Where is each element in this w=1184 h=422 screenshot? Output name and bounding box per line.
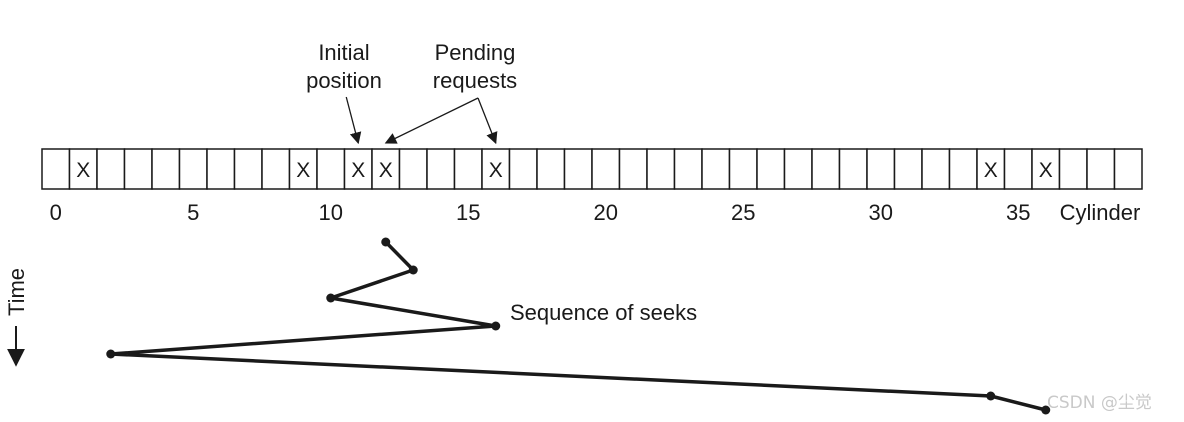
initial-position-label-line2: position [306, 68, 382, 93]
sequence-of-seeks-label: Sequence of seeks [510, 300, 697, 325]
pending-request-mark: X [489, 159, 503, 182]
cylinder-cell [921, 148, 951, 190]
cylinder-tick-label: 15 [456, 200, 480, 225]
initial-position-arrow [345, 96, 362, 145]
cylinder-tick-label: 0 [50, 200, 62, 225]
cylinder-cell [206, 148, 236, 190]
cylinder-cell [1086, 148, 1116, 190]
pending-request-arrow [477, 97, 498, 145]
cylinder-cell [1113, 148, 1143, 190]
seek-point [326, 293, 336, 303]
pending-request-mark: X [76, 159, 90, 182]
pending-requests-label-line2: requests [433, 68, 517, 93]
cylinder-cell [481, 148, 511, 190]
cylinder-cell [618, 148, 648, 190]
seek-point [381, 237, 391, 247]
cylinder-cell [316, 148, 346, 190]
csdn-watermark: CSDN @尘觉 [1047, 393, 1152, 413]
cylinder-cell [536, 148, 566, 190]
cylinder-cell [948, 148, 978, 190]
cylinder-cell [426, 148, 456, 190]
cylinder-cell [123, 148, 153, 190]
cylinder-cell [68, 148, 98, 190]
seek-point [106, 349, 116, 359]
cylinder-cell [838, 148, 868, 190]
pending-request-mark: X [296, 159, 310, 182]
cylinder-cell [646, 148, 676, 190]
initial-position-label-line1: Initial [318, 40, 369, 65]
cylinder-cell [591, 148, 621, 190]
cylinder-axis-label: Cylinder [1060, 200, 1141, 225]
time-axis: Time [4, 268, 29, 367]
seek-point [408, 265, 418, 275]
seek-point [1041, 405, 1051, 415]
pending-request-mark: X [351, 159, 365, 182]
cylinder-tick-label: 30 [869, 200, 893, 225]
seek-path-line [109, 240, 1047, 412]
cylinder-cell [1031, 148, 1061, 190]
cylinder-cell [701, 148, 731, 190]
cylinder-tick-label: 20 [594, 200, 618, 225]
pending-request-mark: X [379, 159, 393, 182]
cylinder-cell [673, 148, 703, 190]
cylinder-cell [453, 148, 483, 190]
cylinder-cell [866, 148, 896, 190]
cylinder-tick-label: 10 [319, 200, 343, 225]
cylinder-cell [508, 148, 538, 190]
cylinder-cell [811, 148, 841, 190]
seek-sequence-path [106, 237, 1051, 415]
seek-point [986, 391, 996, 401]
cylinder-cell [233, 148, 263, 190]
pending-request-mark: X [984, 159, 998, 182]
pointer-arrows [345, 96, 498, 145]
cylinder-cell [756, 148, 786, 190]
cylinder-cell [1003, 148, 1033, 190]
cylinder-tick-label: 35 [1006, 200, 1030, 225]
cylinder-cell [783, 148, 813, 190]
cylinder-tick-label: 25 [731, 200, 755, 225]
cylinder-cell [893, 148, 923, 190]
pending-request-mark: X [1039, 159, 1053, 182]
cylinder-cell [398, 148, 428, 190]
seek-point [491, 321, 501, 331]
cylinder-tick-labels: 0 5 10 15 20 25 30 35 [50, 200, 1031, 225]
cylinder-cell [728, 148, 758, 190]
cylinder-cell [178, 148, 208, 190]
pending-requests-label-line1: Pending [435, 40, 516, 65]
cylinder-cell [288, 148, 318, 190]
pending-request-arrow [384, 97, 479, 144]
cylinder-tick-label: 5 [187, 200, 199, 225]
cylinder-cell [343, 148, 373, 190]
cylinder-cell [261, 148, 291, 190]
cylinder-cell [41, 148, 71, 190]
cylinder-cell [1058, 148, 1088, 190]
cylinder-cell [563, 148, 593, 190]
time-axis-label: Time [4, 268, 29, 316]
cylinder-cell [96, 148, 126, 190]
cylinder-cell [151, 148, 181, 190]
